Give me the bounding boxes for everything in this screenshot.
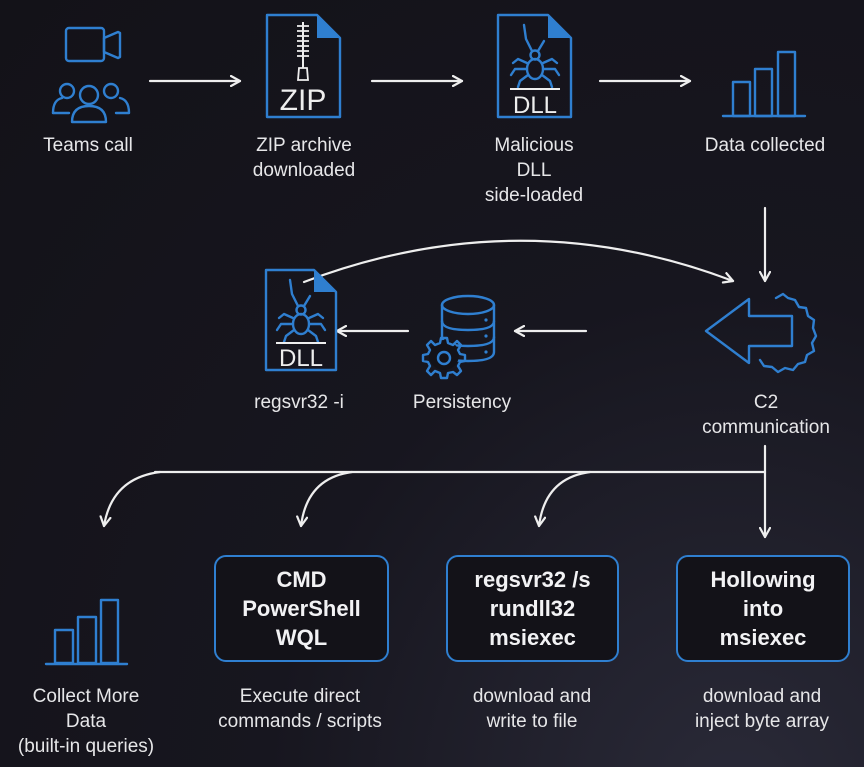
label-line: DLL xyxy=(516,160,552,181)
node-label-c2: C2 communication xyxy=(702,390,830,440)
label-line: commands / scripts xyxy=(218,711,382,732)
box-hollowing: Hollowing into msiexec xyxy=(676,555,850,662)
label-line: regsvr32 -i xyxy=(254,392,344,413)
node-label-download-write: download and write to file xyxy=(473,684,591,734)
arrow-to-execute xyxy=(301,470,354,528)
node-label-collect-more: Collect More Data (built-in queries) xyxy=(18,684,154,759)
label-line: C2 xyxy=(753,392,779,413)
node-label-zip-archive: ZIP archive downloaded xyxy=(253,133,355,183)
label-line: downloaded xyxy=(252,160,356,181)
zip-icon-text: ZIP xyxy=(280,84,327,117)
dll-icon-text: DLL xyxy=(513,92,557,119)
box-execute: CMD PowerShell WQL xyxy=(214,555,389,662)
label-line: Teams call xyxy=(43,135,133,156)
label-line: side-loaded xyxy=(484,185,584,206)
label-line: download and xyxy=(472,686,592,707)
node-label-regsvr32-i: regsvr32 -i xyxy=(254,390,344,415)
dll-icon-text: DLL xyxy=(279,345,323,372)
box-line: into xyxy=(742,596,784,621)
label-line: Malicious xyxy=(494,135,574,156)
node-label-persistency: Persistency xyxy=(413,390,511,415)
label-line: Data xyxy=(65,711,107,732)
database-gear-icon xyxy=(421,294,496,380)
label-line: download and xyxy=(702,686,822,707)
box-line: rundll32 xyxy=(489,596,576,621)
box-line: PowerShell xyxy=(242,596,361,621)
box-line: msiexec xyxy=(719,625,807,650)
box-line: Hollowing xyxy=(710,567,816,592)
label-line: Data collected xyxy=(704,135,826,156)
box-download-write: regsvr32 /s rundll32 msiexec xyxy=(446,555,619,662)
label-line: ZIP archive xyxy=(256,135,352,156)
node-label-data-collected: Data collected xyxy=(705,133,825,158)
bar-chart-icon xyxy=(44,598,129,666)
arrow-regsvr-to-c2 xyxy=(302,239,735,282)
arrow-gear-icon xyxy=(704,292,818,374)
label-line: Execute direct xyxy=(239,686,361,707)
box-line: msiexec xyxy=(489,625,576,650)
box-line: WQL xyxy=(275,625,328,650)
dll-spider-file-icon: DLL xyxy=(264,268,338,372)
label-line: (built-in queries) xyxy=(17,736,155,757)
arrow-to-download-write xyxy=(539,470,592,528)
box-line: CMD xyxy=(276,567,327,592)
label-line: Persistency xyxy=(412,392,512,413)
dll-spider-file-icon: DLL xyxy=(496,13,573,119)
box-line: regsvr32 /s xyxy=(474,567,591,592)
node-label-execute: Execute direct commands / scripts xyxy=(218,684,382,734)
label-line: communication xyxy=(702,417,830,438)
video-call-group-icon xyxy=(53,26,131,124)
zip-file-icon: ZIP xyxy=(265,13,342,119)
node-label-teams-call: Teams call xyxy=(43,133,133,158)
bar-chart-icon xyxy=(721,50,807,118)
node-label-malicious-dll: Malicious DLL side-loaded xyxy=(485,133,583,208)
label-line: Collect More xyxy=(32,686,140,707)
arrow-to-collect-more xyxy=(104,470,162,528)
node-label-hollowing: download and inject byte array xyxy=(695,684,829,734)
label-line: inject byte array xyxy=(694,711,830,732)
label-line: write to file xyxy=(486,711,578,732)
